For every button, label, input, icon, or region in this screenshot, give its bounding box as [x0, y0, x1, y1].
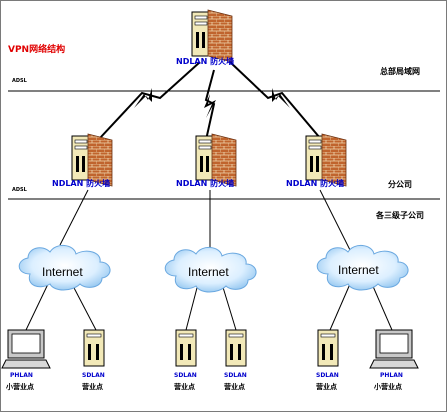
firewall-label-hq: NDLAN 防火墙	[176, 57, 235, 66]
adsl-label-top: ADSL	[12, 78, 27, 84]
zone-label-hq: 总部局域网	[380, 67, 420, 76]
internet-label-3: Internet	[338, 263, 379, 277]
server-tower-icon-4	[317, 329, 339, 367]
lightning-icon-center	[204, 94, 216, 118]
firewall-label-branch-3: NDLAN 防火墙	[286, 179, 345, 188]
endpoint-name-5: SDLAN	[316, 372, 339, 379]
firewall-branch-2	[195, 133, 237, 187]
endpoint-name-3: SDLAN	[174, 372, 197, 379]
endpoint-name-1: PHLAN	[10, 372, 33, 379]
endpoint-type-5: 营业点	[316, 383, 337, 391]
endpoint-type-6: 小营业点	[374, 383, 402, 391]
link-fw3-cloud3	[319, 189, 351, 251]
internet-label-2: Internet	[188, 265, 229, 279]
firewall-branch-1	[71, 133, 113, 187]
internet-cloud-1	[18, 245, 111, 291]
internet-cloud-2	[164, 247, 257, 293]
server-tower-icon-3	[225, 329, 247, 367]
endpoint-name-2: SDLAN	[82, 372, 105, 379]
link-cloud2-srv2	[185, 283, 199, 331]
zone-label-sublevel: 各三级子公司	[376, 211, 424, 220]
endpoint-type-4: 营业点	[224, 383, 245, 391]
server-tower-icon-1	[83, 329, 105, 367]
endpoint-name-4: SDLAN	[224, 372, 247, 379]
link-cloud3-pc2	[371, 283, 393, 331]
link-cloud3-srv4	[329, 283, 351, 331]
endpoint-type-1: 小营业点	[6, 383, 34, 391]
link-cloud2-srv3	[221, 283, 237, 331]
link-cloud1-pc1	[25, 283, 49, 331]
link-fw1-cloud1	[59, 189, 89, 246]
firewall-branch-3	[305, 133, 347, 187]
endpoint-name-6: PHLAN	[380, 372, 403, 379]
endpoint-type-3: 营业点	[174, 383, 195, 391]
diagram-title: VPN网络结构	[8, 45, 66, 55]
firewall-label-branch-1: NDLAN 防火墙	[52, 179, 111, 188]
wan-link-center	[204, 69, 216, 141]
firewall-label-branch-2: NDLAN 防火墙	[176, 179, 235, 188]
lightning-icon-right	[272, 88, 290, 108]
zone-label-branch: 分公司	[388, 180, 412, 189]
link-cloud1-srv1	[71, 283, 97, 331]
desktop-computer-icon-2	[369, 329, 419, 369]
endpoint-type-2: 营业点	[82, 383, 103, 391]
wan-link-right	[229, 61, 321, 139]
firewall-hq	[191, 9, 233, 63]
adsl-label-bottom: ADSL	[12, 187, 27, 193]
desktop-computer-icon-1	[1, 329, 51, 369]
internet-cloud-3	[316, 245, 409, 291]
lightning-icon-left	[134, 88, 152, 108]
internet-label-1: Internet	[42, 265, 83, 279]
server-tower-icon-2	[175, 329, 197, 367]
